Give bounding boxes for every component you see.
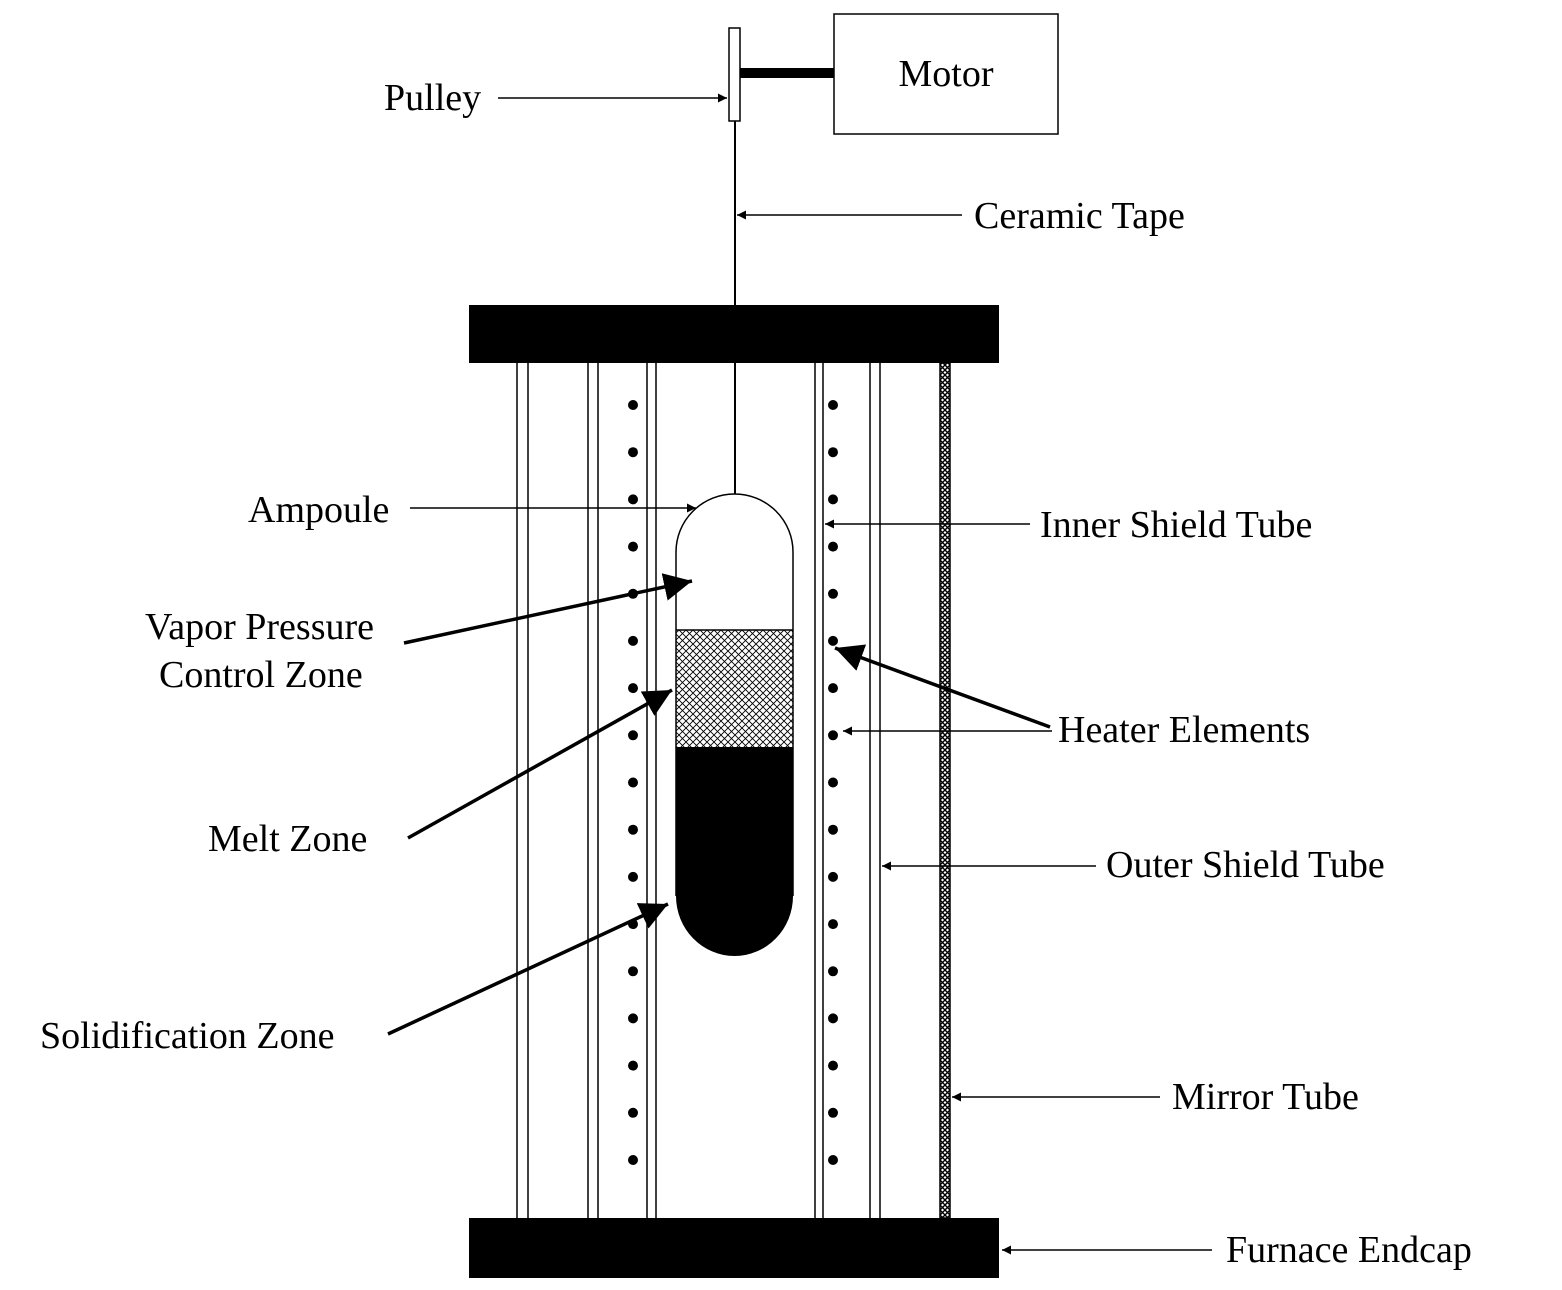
furnace-endcap-bottom — [469, 1218, 999, 1278]
heater-element-right — [828, 400, 838, 410]
heater-element-left — [628, 777, 638, 788]
melt-zone-arrow — [407, 688, 673, 840]
heater-element-left — [628, 966, 638, 977]
vapor-pressure-label-line2: Control Zone — [159, 654, 363, 696]
heater-element-left — [628, 635, 638, 646]
heater-element-left — [628, 871, 638, 882]
motor-label: Motor — [899, 53, 994, 95]
heater-element-right — [828, 777, 838, 788]
heater-element-left — [628, 683, 638, 694]
heater-element-left — [628, 400, 638, 410]
ampoule-label: Ampoule — [248, 489, 389, 531]
solidification-zone — [676, 747, 793, 957]
pulley-label: Pulley — [384, 77, 481, 119]
solidification-zone-label: Solidification Zone — [40, 1015, 334, 1057]
heater-element-right — [828, 1107, 838, 1118]
heater-elements-arrow-upper — [834, 644, 1051, 729]
heater-element-right — [828, 447, 838, 458]
melt-zone-label: Melt Zone — [208, 818, 367, 860]
heater-element-left — [628, 447, 638, 458]
heater-element-left — [628, 1013, 638, 1024]
motor-box — [833, 13, 1059, 135]
right-tube-walls — [814, 363, 881, 1218]
heater-element-left — [628, 494, 638, 505]
furnace-endcap-label: Furnace Endcap — [1226, 1229, 1472, 1271]
heater-elements-right — [828, 400, 838, 1165]
heater-element-left — [628, 1155, 638, 1165]
heater-element-right — [828, 1155, 838, 1165]
vapor-pressure-arrow — [403, 573, 693, 645]
vapor-zone — [676, 552, 793, 630]
heater-element-right — [828, 919, 838, 930]
furnace-endcap-top — [469, 305, 999, 363]
heater-element-right — [828, 1013, 838, 1024]
heater-element-right — [828, 683, 838, 694]
heater-element-right — [828, 541, 838, 552]
ceramic-tape-label: Ceramic Tape — [974, 195, 1185, 237]
ampoule — [675, 493, 794, 896]
solidification-zone-arrow — [387, 902, 669, 1036]
heater-element-right — [828, 730, 838, 741]
heater-element-right — [828, 588, 838, 599]
heater-element-right — [828, 494, 838, 505]
heater-element-right — [828, 1060, 838, 1071]
heater-elements-left — [628, 400, 638, 1165]
heater-element-right — [828, 635, 838, 646]
heater-elements-label: Heater Elements — [1058, 709, 1310, 751]
heater-element-left — [628, 730, 638, 741]
thin-leader-arrows — [410, 93, 1212, 1255]
thick-leader-arrows — [387, 573, 1051, 1036]
mirror-tube-label: Mirror Tube — [1172, 1076, 1359, 1118]
vapor-pressure-label-line1: Vapor Pressure — [145, 606, 374, 648]
melt-zone — [676, 630, 793, 747]
inner-shield-tube-label: Inner Shield Tube — [1040, 504, 1312, 546]
motor-shaft — [740, 68, 834, 78]
heater-element-right — [828, 824, 838, 835]
outer-shield-tube-label: Outer Shield Tube — [1106, 844, 1385, 886]
pulley — [728, 27, 741, 122]
heater-element-right — [828, 871, 838, 882]
heater-element-left — [628, 1060, 638, 1071]
heater-element-right — [828, 966, 838, 977]
heater-element-left — [628, 541, 638, 552]
left-tube-walls — [516, 363, 657, 1218]
heater-element-left — [628, 824, 638, 835]
mirror-tube — [939, 362, 951, 1219]
heater-element-left — [628, 1107, 638, 1118]
